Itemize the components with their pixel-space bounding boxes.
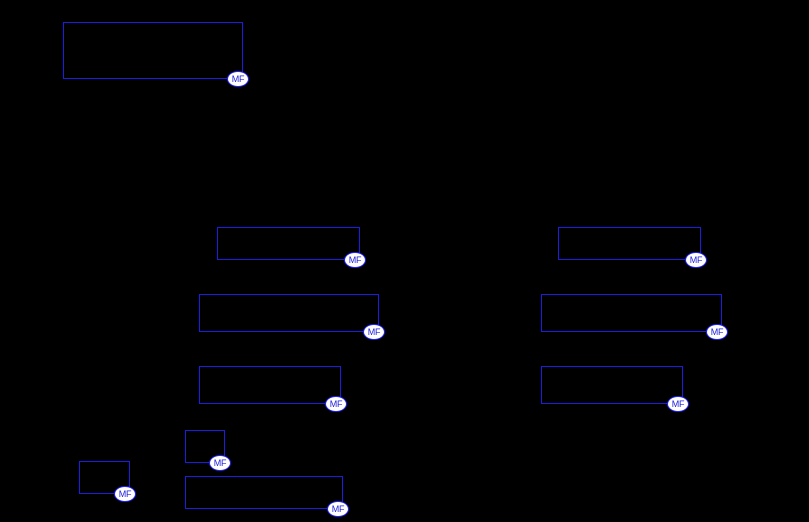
region-box[interactable] xyxy=(558,227,701,260)
region-box[interactable] xyxy=(541,366,683,404)
mf-badge[interactable]: MF xyxy=(227,71,249,87)
region-box[interactable] xyxy=(541,294,722,332)
region-box[interactable] xyxy=(185,430,225,463)
region-box[interactable] xyxy=(199,294,379,332)
mf-badge[interactable]: MF xyxy=(706,324,728,340)
mf-badge[interactable]: MF xyxy=(209,455,231,471)
region-box[interactable] xyxy=(63,22,243,79)
mf-badge[interactable]: MF xyxy=(685,252,707,268)
mf-badge[interactable]: MF xyxy=(363,324,385,340)
region-box[interactable] xyxy=(199,366,341,404)
region-box[interactable] xyxy=(79,461,130,494)
mf-badge[interactable]: MF xyxy=(667,396,689,412)
mf-badge[interactable]: MF xyxy=(344,252,366,268)
mf-badge[interactable]: MF xyxy=(325,396,347,412)
mf-badge[interactable]: MF xyxy=(327,501,349,517)
mf-badge[interactable]: MF xyxy=(114,486,136,502)
region-box[interactable] xyxy=(217,227,360,260)
region-box[interactable] xyxy=(185,476,343,509)
